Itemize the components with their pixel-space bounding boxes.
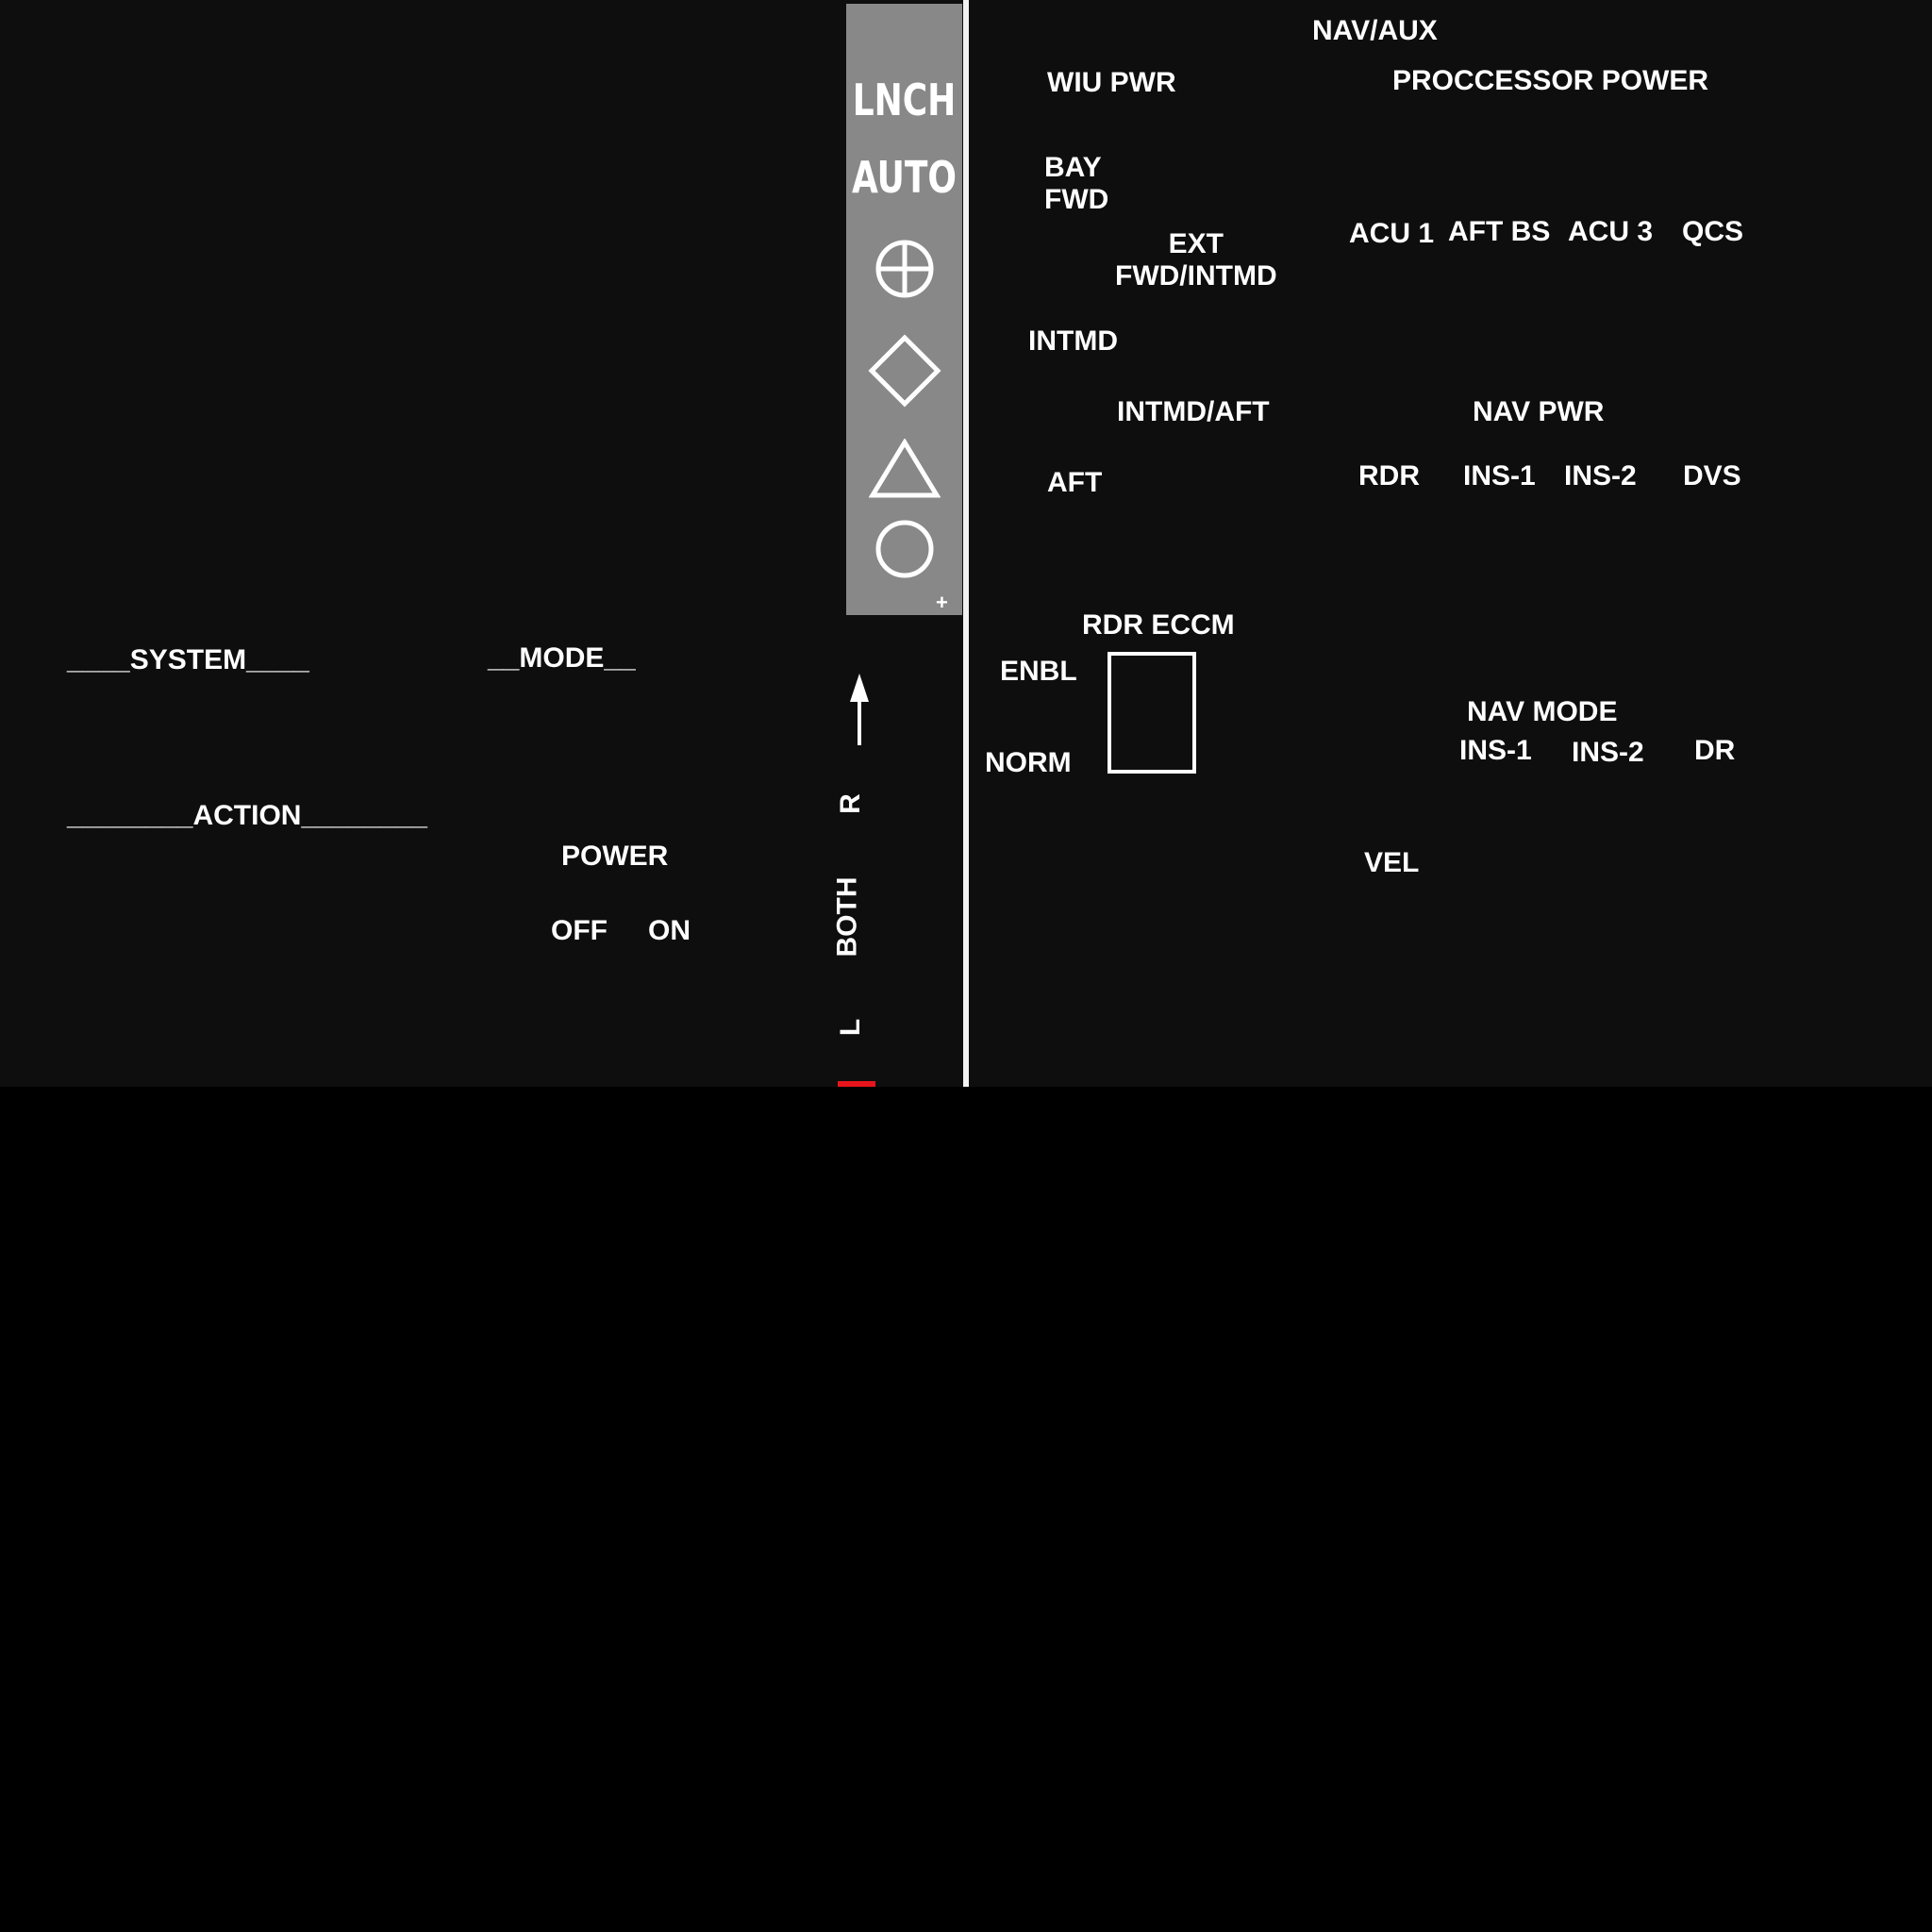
selector-l-label[interactable]: L <box>835 1018 867 1037</box>
rdr-eccm-enbl-label: ENBL <box>1000 656 1077 687</box>
rdr-eccm-switch[interactable] <box>1108 652 1196 774</box>
selector-both-label[interactable]: BOTH <box>831 876 863 958</box>
power-title: POWER <box>561 841 669 872</box>
mode-label: __MODE__ <box>488 642 636 674</box>
bay-position-aft[interactable]: AFT <box>1047 467 1103 498</box>
launch-mode-strip: LNCH AUTO <box>846 4 962 615</box>
bay-position-ext-fwd-intmd[interactable]: EXT FWD/INTMD <box>1115 228 1277 291</box>
nav-pwr-title: NAV PWR <box>1473 396 1605 427</box>
nav-mode-ins1-label[interactable]: INS-1 <box>1459 735 1532 766</box>
wiu-pwr-title: WIU PWR <box>1047 67 1176 98</box>
power-on-label[interactable]: ON <box>648 915 691 946</box>
processor-acu3-label[interactable]: ACU 3 <box>1568 216 1654 247</box>
nav-aux-title: NAV/AUX <box>1312 15 1438 46</box>
lnch-button[interactable]: LNCH <box>852 75 957 126</box>
processor-acu1-label[interactable]: ACU 1 <box>1349 218 1435 249</box>
nav-mode-dr-label[interactable]: DR <box>1694 735 1736 766</box>
diamond-icon[interactable] <box>868 334 941 408</box>
nav-pwr-ins1-label[interactable]: INS-1 <box>1463 460 1536 491</box>
nav-pwr-dvs-label[interactable]: DVS <box>1683 460 1741 491</box>
triangle-icon[interactable] <box>869 439 941 501</box>
power-off-label[interactable]: OFF <box>551 915 608 946</box>
strip-corner-mark: + <box>936 591 948 614</box>
bay-position-intmd[interactable]: INTMD <box>1028 325 1118 357</box>
rdr-eccm-norm-label: NORM <box>985 747 1072 778</box>
system-label: ____SYSTEM____ <box>67 644 309 675</box>
red-indicator <box>838 1081 875 1087</box>
processor-qcs-label[interactable]: QCS <box>1682 216 1744 247</box>
control-panel: ____SYSTEM____ __MODE__ ________ACTION__… <box>0 0 1932 1087</box>
nav-mode-ins2-label[interactable]: INS-2 <box>1572 737 1644 768</box>
panel-divider <box>963 0 969 1087</box>
bay-position-bay-fwd[interactable]: BAY FWD <box>1044 152 1109 215</box>
vel-label[interactable]: VEL <box>1364 847 1420 878</box>
processor-power-title: PROCCESSOR POWER <box>1392 65 1709 96</box>
action-label: ________ACTION________ <box>67 800 427 831</box>
processor-aft-bs-label[interactable]: AFT BS <box>1448 216 1551 247</box>
nav-pwr-rdr-label[interactable]: RDR <box>1358 460 1420 491</box>
crosshair-circle-icon[interactable] <box>875 240 934 298</box>
auto-button[interactable]: AUTO <box>852 153 957 204</box>
nav-mode-title: NAV MODE <box>1467 696 1618 727</box>
selector-r-label[interactable]: R <box>834 793 866 814</box>
bay-position-intmd-aft[interactable]: INTMD/AFT <box>1117 396 1270 427</box>
arrow-up-icon <box>850 674 869 745</box>
nav-pwr-ins2-label[interactable]: INS-2 <box>1564 460 1637 491</box>
rdr-eccm-title: RDR ECCM <box>1082 609 1235 641</box>
circle-icon[interactable] <box>874 519 935 579</box>
